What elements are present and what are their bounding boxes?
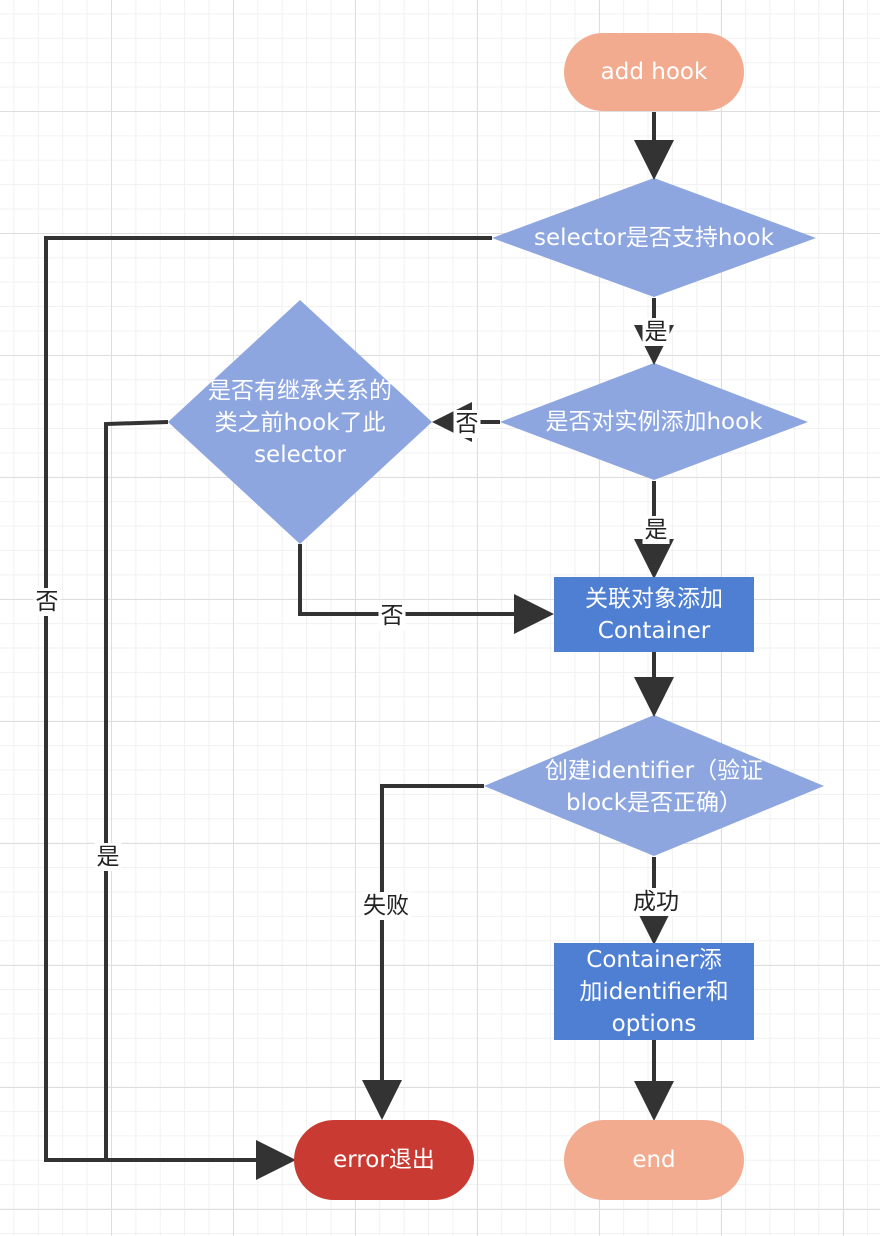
- decision-selector-label: selector是否支持hook: [534, 225, 774, 251]
- decision-inherit-shape: [168, 300, 432, 544]
- process-add-identifier-line: Container添: [586, 946, 722, 973]
- process-container-line: 关联对象添加: [585, 585, 723, 612]
- decision-selector-shape: [492, 178, 816, 297]
- decision-identifier-label-box: 创建identifier（验证 block是否正确）: [524, 754, 784, 820]
- decision-inherit-line: 是否有继承关系的: [208, 378, 392, 404]
- process-add-identifier-line: 加identifier和: [579, 978, 729, 1005]
- edge-label-inherit-yes: 是: [94, 843, 122, 871]
- process-container-line: Container: [597, 617, 711, 644]
- decision-inherit-line: 类之前hook了此: [214, 410, 386, 436]
- decision-selector-label-box: selector是否支持hook: [500, 218, 808, 258]
- process-add-identifier-node: Container添 加identifier和 options: [554, 943, 754, 1040]
- decision-identifier-shape: [484, 715, 824, 856]
- error-node: error退出: [294, 1120, 474, 1200]
- edge-label-selector-yes: 是: [642, 318, 670, 346]
- start-node: add hook: [564, 33, 744, 111]
- edge-label-selector-no: 否: [33, 588, 61, 616]
- end-node: end: [564, 1120, 744, 1200]
- edge-label-inherit-no: 否: [378, 602, 406, 630]
- edge-label-identifier-fail: 失败: [361, 892, 411, 920]
- error-node-label: error退出: [333, 1147, 435, 1173]
- process-add-identifier-line: options: [611, 1010, 697, 1037]
- decision-identifier-line: block是否正确）: [565, 790, 743, 816]
- decision-inherit-label-box: 是否有继承关系的 类之前hook了此 selector: [180, 374, 420, 472]
- edge-label-instance-yes: 是: [642, 516, 670, 544]
- edge-inherit-yes-to-error: [104, 420, 169, 1160]
- process-container-node: 关联对象添加 Container: [554, 577, 754, 652]
- decision-inherit-line: selector: [254, 442, 346, 468]
- edge-label-identifier-success: 成功: [631, 888, 681, 916]
- edge-inherit-no-to-container: [298, 544, 554, 634]
- edge-identifier-fail-to-error: [362, 784, 484, 1120]
- decision-identifier-line: 创建identifier（验证: [544, 758, 764, 784]
- decision-instance-label-box: 是否对实例添加hook: [510, 402, 798, 442]
- end-node-label: end: [632, 1147, 676, 1173]
- edge-selector-no-to-error: [44, 236, 492, 1180]
- start-node-label: add hook: [600, 59, 708, 85]
- edge-label-instance-no: 否: [453, 410, 481, 438]
- decision-instance-shape: [500, 363, 808, 480]
- decision-instance-label: 是否对实例添加hook: [545, 409, 763, 435]
